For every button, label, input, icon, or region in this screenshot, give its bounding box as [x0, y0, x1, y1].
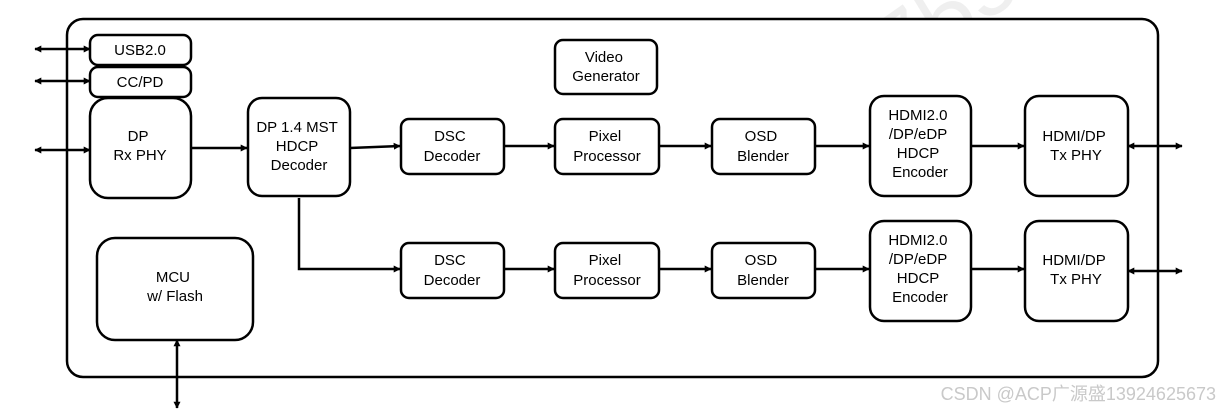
usb-label: USB2.0 [114, 42, 166, 59]
svg-text:HDMI2.0 /DP/eDP HD: HDMI2.0 /DP/eDP HDCP Encoder [888, 232, 951, 306]
dp-rx-phy-block: DP Rx PHY [88, 96, 193, 200]
dp-rx-label-line2: Rx PHY [113, 147, 166, 164]
top-encoder-line4: Encoder [892, 164, 948, 181]
svg-text:OSD Blender: OSD Blender [737, 128, 789, 165]
video-generator-block: Video Generator [553, 38, 659, 96]
svg-text:HDMI2.0 /DP/eDP HD: HDMI2.0 /DP/eDP HDCP Encoder [888, 107, 951, 181]
bottom-encoder-line3: HDCP [897, 270, 939, 287]
top-tx-line2: Tx PHY [1050, 147, 1102, 164]
mst-to-dsc-bottom-arrow [297, 198, 401, 273]
top-dsc-decoder-block: DSC Decoder [399, 117, 506, 176]
mcu-label-line2: w/ Flash [146, 288, 203, 305]
svg-text:Pixel Processor: Pixel Processor [573, 128, 641, 165]
top-pixel-line2: Processor [573, 148, 641, 165]
mst-label-line3: Decoder [271, 157, 328, 174]
usb-block: USB2.0 [88, 33, 193, 67]
svg-text:DP 1.4 MST HDCP De: DP 1.4 MST HDCP Decoder [256, 119, 341, 174]
svg-text:OSD Blender: OSD Blender [737, 252, 789, 289]
mst-label-line1: DP 1.4 MST [256, 119, 337, 136]
top-tx-phy-block: HDMI/DP Tx PHY [1023, 94, 1130, 198]
video-generator-line1: Video [585, 49, 623, 66]
csdn-credit-watermark: CSDN @ACP广源盛13924625673 [941, 384, 1216, 404]
mst-to-dsc-top-arrow [349, 142, 401, 150]
mcu-label-line1: MCU [156, 269, 190, 286]
top-osd-line1: OSD [745, 128, 778, 145]
top-pixel-processor-block: Pixel Processor [553, 117, 661, 176]
svg-text:USB2.0: USB2.0 [114, 42, 166, 59]
mcu-block: MCU w/ Flash [95, 236, 255, 342]
bottom-encoder-line1: HDMI2.0 [888, 232, 947, 249]
top-dsc-line1: DSC [434, 128, 466, 145]
ccpd-label: CC/PD [117, 74, 164, 91]
bottom-pixel-line1: Pixel [589, 252, 622, 269]
bottom-pixel-processor-block: Pixel Processor [553, 241, 661, 300]
top-osd-blender-block: OSD Blender [710, 117, 817, 176]
top-encoder-line2: /DP/eDP [889, 126, 947, 143]
svg-text:Video Generator: Video Generator [572, 49, 640, 85]
video-generator-line2: Generator [572, 68, 640, 85]
bottom-pixel-line2: Processor [573, 272, 641, 289]
top-encoder-block: HDMI2.0 /DP/eDP HDCP Encoder [868, 94, 973, 198]
bottom-dsc-line2: Decoder [424, 272, 481, 289]
bottom-tx-line1: HDMI/DP [1042, 252, 1105, 269]
top-pixel-line1: Pixel [589, 128, 622, 145]
top-encoder-line1: HDMI2.0 [888, 107, 947, 124]
connections [34, 45, 1183, 409]
bottom-encoder-line2: /DP/eDP [889, 251, 947, 268]
mst-label-line2: HDCP [276, 138, 318, 155]
svg-text:DSC Decoder: DSC Decoder [424, 128, 481, 165]
top-osd-line2: Blender [737, 148, 789, 165]
bottom-encoder-block: HDMI2.0 /DP/eDP HDCP Encoder [868, 219, 973, 323]
top-dsc-line2: Decoder [424, 148, 481, 165]
svg-text:DSC Decoder: DSC Decoder [424, 252, 481, 289]
dp-rx-label-line1: DP [128, 128, 149, 145]
svg-text:HDMI/DP Tx PHY: HDMI/DP Tx PHY [1042, 252, 1109, 288]
ccpd-block: CC/PD [88, 65, 193, 99]
top-tx-line1: HDMI/DP [1042, 128, 1105, 145]
svg-text:HDMI/DP Tx PHY: HDMI/DP Tx PHY [1042, 128, 1109, 164]
svg-text:Pixel Processor: Pixel Processor [573, 252, 641, 289]
dp-mst-hdcp-decoder-block: DP 1.4 MST HDCP Decoder [246, 96, 352, 198]
bottom-tx-phy-block: HDMI/DP Tx PHY [1023, 219, 1130, 323]
svg-text:MCU w/ Flash: MCU w/ Flash [146, 269, 203, 305]
bottom-osd-line2: Blender [737, 272, 789, 289]
bottom-dsc-decoder-block: DSC Decoder [399, 241, 506, 300]
svg-text:CC/PD: CC/PD [117, 74, 164, 91]
bottom-dsc-line1: DSC [434, 252, 466, 269]
bottom-osd-line1: OSD [745, 252, 778, 269]
bottom-osd-blender-block: OSD Blender [710, 241, 817, 300]
top-encoder-line3: HDCP [897, 145, 939, 162]
bottom-encoder-line4: Encoder [892, 289, 948, 306]
bottom-tx-line2: Tx PHY [1050, 271, 1102, 288]
svg-text:DP Rx PHY: DP Rx PHY [113, 128, 166, 164]
